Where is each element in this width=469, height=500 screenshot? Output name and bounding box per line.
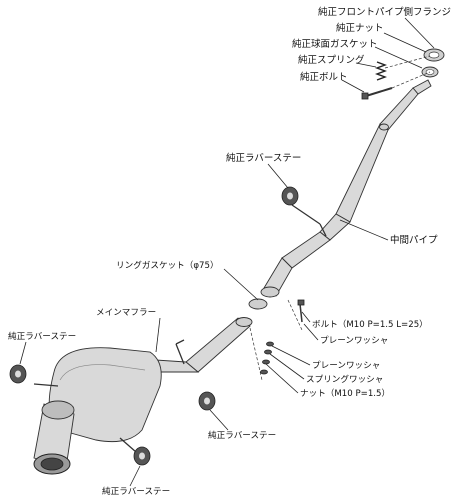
- tail-pipe: [33, 400, 75, 475]
- label-nut-m10: ナット（M10 P=1.5）: [300, 388, 390, 399]
- label-plain-washer-1: プレーンワッシャ: [320, 335, 388, 346]
- washer-nut-parts: [260, 341, 274, 375]
- label-rubber-stay-bottom: 純正ラバーステー: [102, 485, 170, 497]
- rubber-stay-right-part: [198, 391, 216, 411]
- label-rubber-stay-right: 純正ラバーステー: [208, 429, 276, 441]
- label-gasket-ball: 純正球面ガスケット: [292, 38, 378, 50]
- label-flange: 純正フロントパイプ側フランジ: [318, 6, 451, 18]
- rubber-stay-bottom-part: [133, 446, 151, 466]
- spring-part: [375, 61, 387, 81]
- hanger-rods: [175, 204, 327, 365]
- bolt-top: [361, 87, 393, 100]
- label-bolt-top: 純正ボルト: [300, 71, 348, 83]
- label-ring-gasket: リングガスケット（φ75）: [116, 259, 219, 271]
- label-main-muffler: メインマフラー: [96, 307, 156, 318]
- pipe-body: [155, 79, 432, 373]
- label-plain-washer-2: プレーンワッシャ: [312, 360, 380, 371]
- label-spring: 純正スプリング: [298, 54, 365, 66]
- label-rubber-stay-top: 純正ラバーステー: [226, 152, 301, 164]
- rubber-stay-top-part: [281, 186, 299, 206]
- label-nut-top: 純正ナット: [336, 22, 384, 34]
- bolt-m10-part: [297, 299, 305, 323]
- label-spring-washer: スプリングワッシャ: [306, 373, 383, 385]
- label-mid-pipe: 中間パイプ: [390, 234, 438, 246]
- front-pipe-flange: [423, 48, 445, 62]
- label-rubber-stay-left: 純正ラバーステー: [8, 330, 76, 342]
- label-bolt-m10: ボルト（M10 P=1.5 L=25）: [312, 319, 428, 330]
- rubber-stay-left-part: [9, 364, 27, 384]
